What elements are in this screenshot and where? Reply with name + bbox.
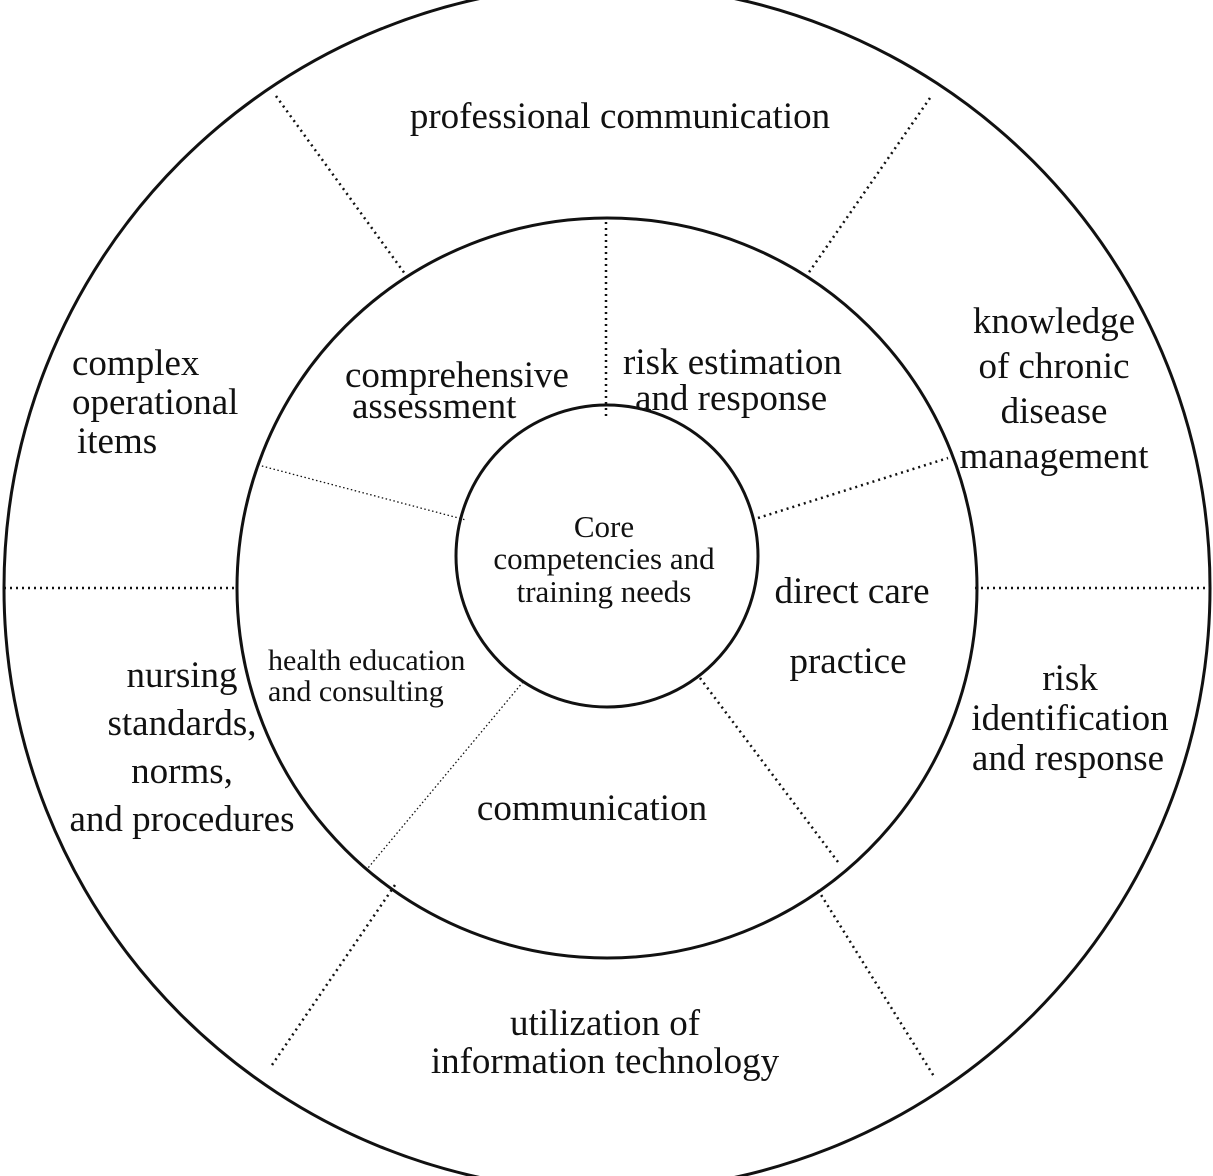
outer-divider-bottom-left	[270, 884, 397, 1066]
segment-label-line: operational	[72, 382, 238, 423]
core-label-line: competencies and	[493, 541, 715, 576]
segment-label-line: of chronic	[978, 346, 1129, 387]
segment-label-line: identification	[971, 698, 1168, 739]
segment-label-line: practice	[789, 641, 906, 682]
segment-label-line: knowledge	[973, 301, 1135, 342]
middle-divider-left	[257, 464, 467, 521]
segment-label-line: and response	[972, 738, 1164, 779]
segment-information-technology: utilization of information technology	[431, 1003, 780, 1082]
segment-label-line: risk estimation	[623, 342, 842, 383]
segment-complex-operational-items: complex operational items	[72, 343, 238, 462]
segment-label-line: disease	[1001, 391, 1108, 432]
segment-label-line: and procedures	[70, 799, 295, 840]
outer-divider-bottom-right	[816, 889, 937, 1079]
segment-label-line: complex	[72, 343, 200, 384]
core-label: Core competencies and training needs	[493, 509, 715, 609]
segment-label-line: risk	[1042, 658, 1098, 699]
segment-label-line: professional communication	[410, 96, 830, 137]
middle-divider-right	[757, 456, 949, 520]
segment-label-line: health education	[268, 644, 465, 677]
segment-communication: communication	[477, 788, 707, 829]
middle-divider-bottom-right	[699, 677, 839, 863]
segment-professional-communication: professional communication	[410, 96, 830, 137]
segment-label-line: comprehensive	[345, 355, 569, 396]
segment-risk-estimation: risk estimation and response	[623, 342, 842, 419]
segment-risk-identification: risk identification and response	[971, 658, 1168, 779]
segment-label-line: utilization of	[510, 1003, 701, 1044]
segment-label-line: items	[77, 421, 157, 462]
middle-divider-bottom-left	[367, 681, 524, 869]
segment-label-line: and response	[635, 378, 827, 419]
segment-label-line: communication	[477, 788, 707, 829]
segment-label-line: norms,	[131, 751, 233, 792]
segment-label-line: standards,	[108, 703, 257, 744]
outer-divider-top-left	[274, 95, 410, 279]
segment-label-line: management	[959, 436, 1149, 477]
segment-label-line: nursing	[127, 655, 238, 696]
segment-label-line: assessment	[352, 386, 517, 427]
segment-health-education: health education and consulting	[268, 644, 465, 708]
outer-divider-top-right	[803, 97, 932, 279]
segment-label-line: information technology	[431, 1041, 780, 1082]
core-label-line: Core	[574, 509, 634, 544]
segment-chronic-disease-management: knowledge of chronic disease management	[959, 301, 1149, 477]
segment-comprehensive-assessment: comprehensive assessment	[345, 355, 569, 427]
segment-label-line: direct care	[774, 571, 929, 612]
core-label-line: training needs	[517, 574, 692, 609]
segment-label-line: and consulting	[268, 675, 444, 708]
core-circle	[454, 403, 760, 709]
segment-direct-care-practice: direct care practice	[774, 571, 929, 682]
segment-nursing-standards: nursing standards, norms, and procedures	[70, 655, 295, 840]
